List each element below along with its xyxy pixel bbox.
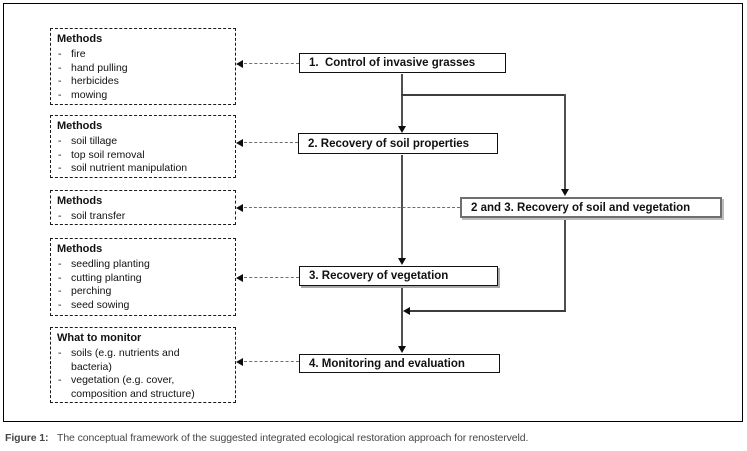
dash-bullet: - xyxy=(58,61,62,74)
method-item: -herbicides xyxy=(57,75,230,89)
flow-box-1-control-invasive-grasses: 1. Control of invasive grasses xyxy=(299,53,506,73)
dash-bullet: - xyxy=(58,374,62,386)
dash-bullet: - xyxy=(58,148,62,161)
connector-box23-down xyxy=(564,217,566,312)
methods-box-title: Methods xyxy=(57,33,103,45)
method-item-label: herbicides xyxy=(71,75,119,87)
method-item: -soil transfer xyxy=(57,210,230,224)
method-item: -seedling planting xyxy=(57,258,230,272)
dashed-connector-box4-monitor xyxy=(244,361,299,362)
method-item-label: top soil removal xyxy=(71,148,145,161)
methods-box-soil-transfer: Methods -soil transfer xyxy=(50,190,236,225)
flow-box-label: 2. Recovery of soil properties xyxy=(308,137,470,150)
arrowhead-left-icon xyxy=(236,139,243,147)
methods-box-title: Methods xyxy=(57,120,103,132)
connector-branch-right xyxy=(401,94,566,96)
dashed-connector-box2-methods xyxy=(244,142,298,143)
method-item-label: cutting planting xyxy=(71,271,142,284)
method-item-label: seed sowing xyxy=(71,298,130,311)
method-item: -fire xyxy=(57,48,230,62)
method-item: -mowing xyxy=(57,89,230,103)
method-item: -soil nutrient manipulation xyxy=(57,162,230,176)
connector-box3-to-box4 xyxy=(401,288,403,349)
connector-box23-merge-left xyxy=(409,310,566,312)
dash-bullet: - xyxy=(58,162,62,174)
flow-box-label: 1. Control of invasive grasses xyxy=(309,57,476,69)
connector-box1-to-box2 xyxy=(401,74,403,128)
dash-bullet: - xyxy=(58,48,62,60)
arrowhead-down-icon xyxy=(398,346,406,353)
dashed-connector-box23-methods xyxy=(244,207,460,208)
method-item: -hand pulling xyxy=(57,62,230,76)
monitor-item: -soils (e.g. nutrients and bacteria) xyxy=(57,347,230,374)
flow-box-label: 3. Recovery of vegetation xyxy=(309,270,449,282)
arrowhead-left-icon xyxy=(236,204,243,212)
flow-box-label: 4. Monitoring and evaluation xyxy=(309,357,465,370)
method-item: -top soil removal xyxy=(57,149,230,163)
monitor-box: What to monitor -soils (e.g. nutrients a… xyxy=(50,327,236,403)
dash-bullet: - xyxy=(58,298,62,311)
arrowhead-left-icon xyxy=(403,307,410,315)
dash-bullet: - xyxy=(58,135,62,147)
flow-box-2-recovery-soil-properties: 2. Recovery of soil properties xyxy=(298,133,498,154)
monitor-box-title: What to monitor xyxy=(57,332,142,344)
flow-box-4-monitoring-evaluation: 4. Monitoring and evaluation xyxy=(299,354,500,373)
dashed-connector-box1-methods xyxy=(244,63,299,64)
methods-box-soil-recovery: Methods -soil tillage -top soil removal … xyxy=(50,115,236,178)
flow-box-label: 2 and 3. Recovery of soil and vegetation xyxy=(471,201,691,214)
method-item: -soil tillage xyxy=(57,135,230,149)
arrowhead-left-icon xyxy=(236,358,243,366)
methods-box-title: Methods xyxy=(57,243,103,255)
caption-label: Figure 1: xyxy=(5,432,49,444)
method-item-label: mowing xyxy=(71,88,108,101)
method-item-label: soil tillage xyxy=(71,135,118,147)
method-item-label: perching xyxy=(71,285,112,297)
method-item: -perching xyxy=(57,285,230,299)
method-item-label: seedling planting xyxy=(71,258,150,270)
arrowhead-down-icon xyxy=(398,258,406,265)
connector-branch-down-to-box23 xyxy=(564,94,566,191)
dash-bullet: - xyxy=(58,271,62,284)
dash-bullet: - xyxy=(58,347,62,359)
monitor-item: -vegetation (e.g. cover, composition and… xyxy=(57,374,230,401)
dash-bullet: - xyxy=(58,88,62,101)
monitor-item-label: vegetation (e.g. cover, composition and … xyxy=(71,374,195,400)
caption-text: The conceptual framework of the suggeste… xyxy=(57,432,529,444)
arrowhead-left-icon xyxy=(236,274,243,282)
arrowhead-down-icon xyxy=(561,189,569,196)
arrowhead-left-icon xyxy=(236,60,243,68)
method-item: -cutting planting xyxy=(57,272,230,286)
method-item-label: soil nutrient manipulation xyxy=(71,162,188,174)
flow-box-3-recovery-vegetation: 3. Recovery of vegetation xyxy=(299,266,498,286)
dash-bullet: - xyxy=(58,75,62,87)
dashed-connector-box3-methods xyxy=(244,277,299,278)
monitor-item-label: soils (e.g. nutrients and bacteria) xyxy=(71,347,180,373)
flow-box-2and3-soil-and-vegetation: 2 and 3. Recovery of soil and vegetation xyxy=(460,197,722,218)
method-item-label: fire xyxy=(71,48,86,60)
dash-bullet: - xyxy=(58,258,62,270)
method-item: -seed sowing xyxy=(57,299,230,313)
methods-box-vegetation-recovery: Methods -seedling planting -cutting plan… xyxy=(50,238,236,316)
method-item-label: hand pulling xyxy=(71,61,128,74)
dash-bullet: - xyxy=(58,285,62,297)
arrowhead-down-icon xyxy=(398,126,406,133)
method-item-label: soil transfer xyxy=(71,210,126,222)
methods-box-invasive-control: Methods -fire -hand pulling -herbicides … xyxy=(50,28,236,105)
dash-bullet: - xyxy=(58,210,62,222)
methods-box-title: Methods xyxy=(57,195,103,207)
figure-caption: Figure 1: The conceptual framework of th… xyxy=(5,431,740,445)
